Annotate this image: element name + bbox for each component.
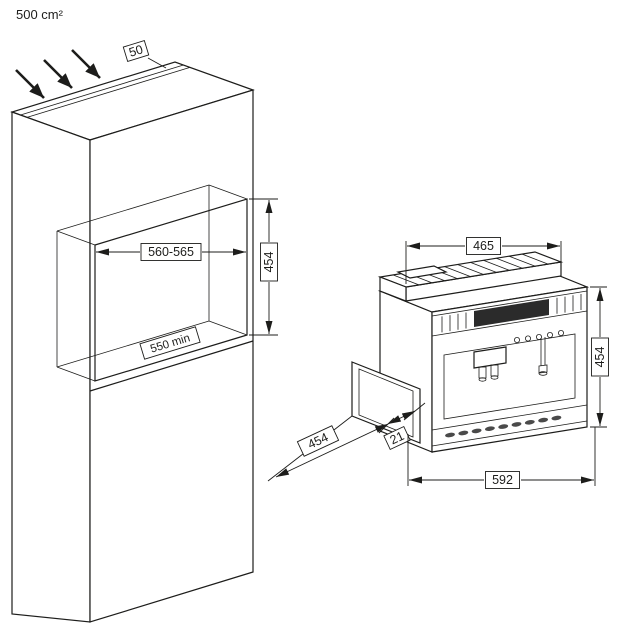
appliance-top-width-dimension: 465 <box>405 237 562 284</box>
front-door-outline <box>443 333 576 420</box>
appliance-drawing <box>351 251 590 453</box>
bean-hopper-lid <box>396 265 448 279</box>
dimension-label-box <box>485 471 520 489</box>
niche-width-label: 560-565 <box>148 245 194 259</box>
appliance-top-width-label: 465 <box>473 239 494 253</box>
frame-offset-dimension: 21 <box>383 410 416 451</box>
appliance-height-label: 454 <box>593 347 607 368</box>
drip-tray-edge <box>431 420 588 447</box>
niche-height-label: 454 <box>262 252 276 273</box>
airflow-arrows <box>15 49 101 99</box>
cabinet-side-face <box>11 111 91 623</box>
top-gap-dimension: 50 <box>122 40 167 69</box>
appliance-height-dimension: 454 <box>590 286 609 428</box>
niche-interior <box>56 184 248 382</box>
airflow-arrow <box>43 59 73 89</box>
dimension-label-box <box>466 237 501 255</box>
bezel-line <box>431 310 588 337</box>
drip-tray-holes <box>445 415 562 438</box>
appliance-overall-width-dimension: 592 <box>407 427 596 489</box>
coffee-spouts <box>473 346 507 382</box>
vent-slot-line <box>26 67 191 118</box>
dimension-label-box <box>122 40 150 62</box>
appliance-front-face <box>431 286 588 453</box>
vent-slot-line <box>20 64 184 116</box>
frame-offset-label: 21 <box>388 429 407 448</box>
shelf-edge-line <box>89 340 254 392</box>
leader-line <box>147 57 167 69</box>
vent-area-label: 500 cm² <box>16 7 64 22</box>
niche-height-dimension: 454 <box>249 198 278 336</box>
appliance-depth-dimension: 454 <box>267 402 426 482</box>
vent-housing-side <box>379 276 407 302</box>
dimension-label-box <box>260 242 278 282</box>
display-panel <box>474 299 549 327</box>
cabinet-drawing <box>10 61 255 623</box>
top-gap-label: 50 <box>127 42 144 59</box>
water-dispenser <box>538 337 548 376</box>
bezel-vents <box>441 294 582 333</box>
niche-width-dimension: 560-565 <box>96 243 246 261</box>
airflow-arrow <box>71 49 101 79</box>
dimension-label-box <box>139 326 201 360</box>
dimension-label-box <box>383 425 411 451</box>
dimension-label-box <box>140 243 202 261</box>
bezel-line <box>431 290 588 317</box>
cabinet-front-face <box>89 89 254 623</box>
dimension-label-box <box>591 337 609 377</box>
drip-tray-edge <box>431 404 588 431</box>
dimension-label-box <box>296 425 340 457</box>
airflow-arrow <box>15 69 45 99</box>
appliance-overall-width-label: 592 <box>492 473 513 487</box>
